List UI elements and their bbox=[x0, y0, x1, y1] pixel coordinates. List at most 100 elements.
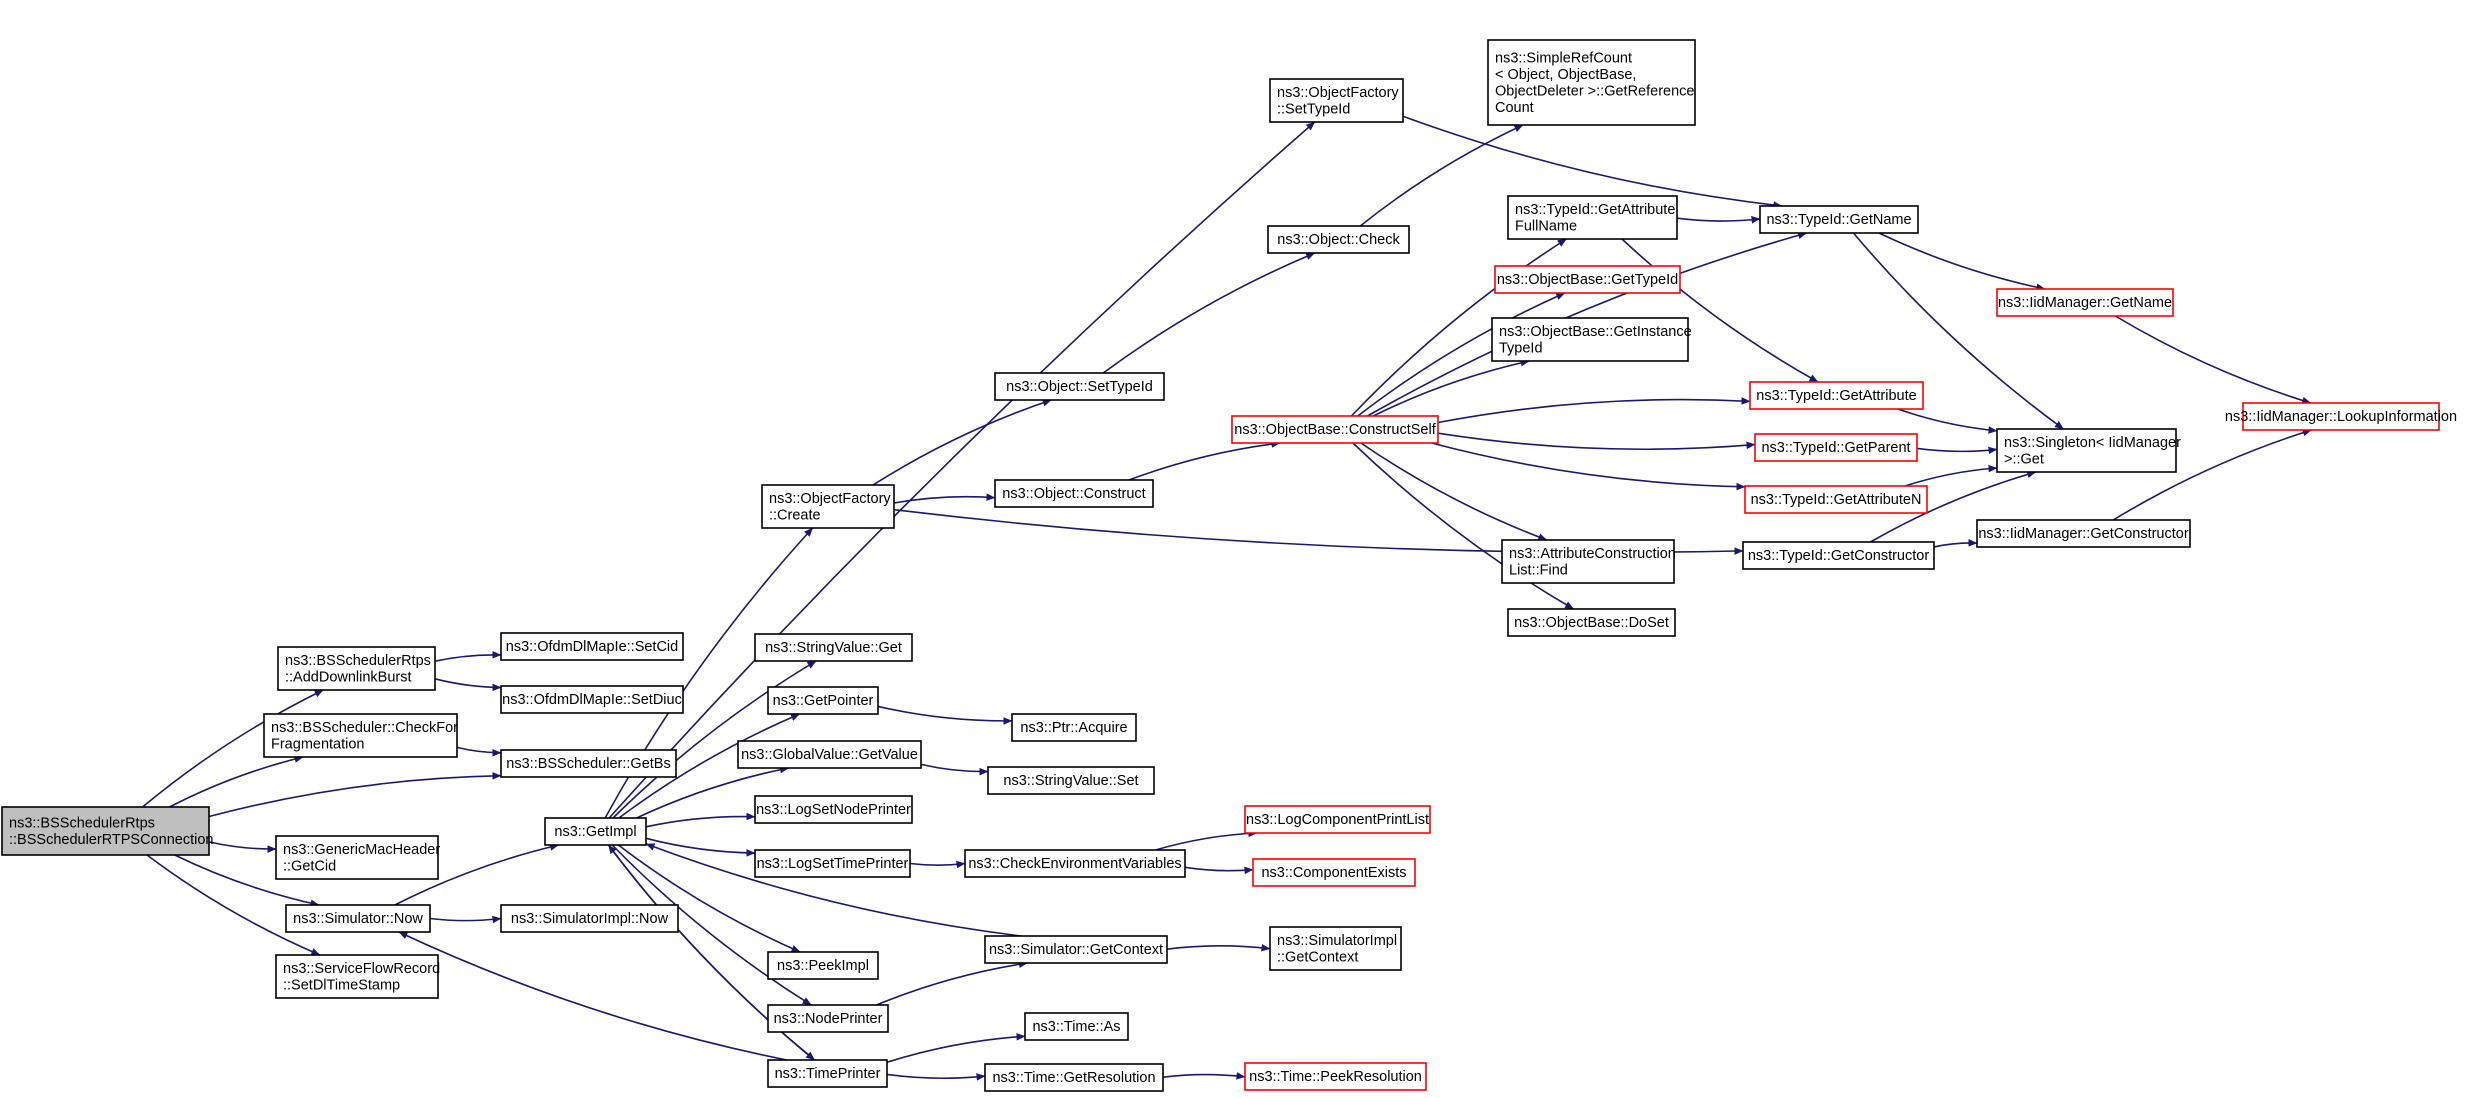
function-node-ofsettid[interactable]: ns3::ObjectFactory::SetTypeId bbox=[1269, 78, 1404, 123]
node-box bbox=[500, 685, 684, 714]
node-box bbox=[964, 849, 1186, 878]
function-node-tidgetctor[interactable]: ns3::TypeId::GetConstructor bbox=[1742, 541, 1935, 570]
function-node-simplerefcount[interactable]: ns3::SimpleRefCount< Object, ObjectBase,… bbox=[1487, 39, 1696, 126]
call-edge-tidgetname-to-singleton bbox=[1852, 232, 2064, 430]
function-node-obdoset[interactable]: ns3::ObjectBase::DoSet bbox=[1507, 608, 1676, 637]
function-node-iidgetname[interactable]: ns3::IidManager::GetName bbox=[1996, 288, 2174, 317]
function-node-logcpl[interactable]: ns3::LogComponentPrintList bbox=[1244, 805, 1431, 834]
node-label-line: ns3::ObjectBase::GetInstance bbox=[1499, 324, 1692, 340]
call-edge-tidgetparent-to-singleton bbox=[1916, 446, 1998, 455]
function-node-objcheck[interactable]: ns3::Object::Check bbox=[1267, 225, 1410, 254]
function-node-getbs[interactable]: ns3::BSScheduler::GetBs bbox=[500, 749, 677, 778]
call-edge-root-to-simnow bbox=[174, 854, 320, 907]
node-box bbox=[1024, 1012, 1129, 1041]
node-box bbox=[767, 1004, 889, 1033]
node-box bbox=[1507, 195, 1678, 240]
call-edge-iidgetctor-to-iidlookup bbox=[2112, 428, 2312, 521]
call-edge-constructself-to-tidgetparent bbox=[1437, 432, 1756, 451]
node-label-line: ns3::TypeId::GetAttribute bbox=[1515, 202, 1675, 218]
function-node-simnow[interactable]: ns3::Simulator::Now bbox=[285, 904, 431, 933]
function-node-strget[interactable]: ns3::StringValue::Get bbox=[754, 633, 913, 662]
function-node-tidgetattr[interactable]: ns3::TypeId::GetAttribute bbox=[1749, 381, 1924, 410]
function-node-objsettid[interactable]: ns3::Object::SetTypeId bbox=[994, 372, 1165, 401]
call-edge-checkfrag-to-getbs bbox=[456, 746, 502, 757]
function-node-obgettid[interactable]: ns3::ObjectBase::GetTypeId bbox=[1494, 265, 1681, 294]
node-box bbox=[1269, 78, 1404, 123]
call-edge-ofcreate-to-objsettid bbox=[872, 399, 1052, 486]
edge-arrow-path bbox=[1162, 1072, 1246, 1080]
function-node-strset[interactable]: ns3::StringValue::Set bbox=[987, 766, 1155, 795]
node-label-line: ObjectDeleter >::GetReference bbox=[1495, 83, 1694, 99]
call-edge-getimpl-to-strget bbox=[612, 660, 817, 819]
function-node-timeprinter[interactable]: ns3::TimePrinter bbox=[767, 1059, 888, 1088]
node-label-line: ::SetDlTimeStamp bbox=[283, 977, 400, 993]
function-node-peekres[interactable]: ns3::Time::PeekResolution bbox=[1244, 1062, 1427, 1091]
edge-arrow-path bbox=[434, 650, 502, 662]
node-label-line: ns3::Object::SetTypeId bbox=[1006, 379, 1153, 395]
node-box bbox=[1754, 433, 1918, 462]
function-node-timeas[interactable]: ns3::Time::As bbox=[1024, 1012, 1129, 1041]
node-label-line: Fragmentation bbox=[271, 736, 365, 752]
function-node-root[interactable]: ns3::BSSchedulerRtps::BSSchedulerRTPSCon… bbox=[1, 806, 213, 856]
edge-arrow-path bbox=[617, 844, 801, 953]
function-node-setdiuc[interactable]: ns3::OfdmDlMapIe::SetDiuc bbox=[500, 685, 684, 714]
function-node-lstp[interactable]: ns3::LogSetTimePrinter bbox=[754, 849, 911, 878]
function-node-peekimpl[interactable]: ns3::PeekImpl bbox=[767, 951, 879, 980]
function-node-nodeprinter[interactable]: ns3::NodePrinter bbox=[767, 1004, 889, 1033]
function-node-iidlookup[interactable]: ns3::IidManager::LookupInformation bbox=[2225, 402, 2457, 431]
function-node-singleton[interactable]: ns3::Singleton< IidManager>::Get bbox=[1996, 428, 2181, 473]
call-edge-iidgetname-to-iidlookup bbox=[2114, 315, 2312, 405]
function-node-compexists[interactable]: ns3::ComponentExists bbox=[1252, 858, 1416, 887]
function-node-setcid[interactable]: ns3::OfdmDlMapIe::SetCid bbox=[500, 632, 684, 661]
call-edge-getimpl-to-getptr bbox=[618, 713, 800, 819]
function-node-checkenv[interactable]: ns3::CheckEnvironmentVariables bbox=[964, 849, 1186, 878]
function-node-sfr[interactable]: ns3::ServiceFlowRecord::SetDlTimeStamp bbox=[275, 954, 440, 999]
function-node-iidgetctor[interactable]: ns3::IidManager::GetConstructor bbox=[1976, 519, 2191, 548]
function-node-adddl[interactable]: ns3::BSSchedulerRtps::AddDownlinkBurst bbox=[277, 646, 436, 691]
node-box bbox=[1269, 926, 1402, 971]
function-node-timegetres[interactable]: ns3::Time::GetResolution bbox=[984, 1063, 1164, 1092]
edge-arrow-path bbox=[611, 844, 812, 1006]
edge-arrow-path bbox=[208, 772, 502, 818]
edge-arrow-path bbox=[1621, 238, 1819, 383]
function-node-ofcreate[interactable]: ns3::ObjectFactory::Create bbox=[761, 484, 895, 529]
call-edges bbox=[142, 115, 2312, 1081]
function-node-lsnp[interactable]: ns3::LogSetNodePrinter bbox=[754, 795, 913, 824]
function-nodes: ns3::BSSchedulerRtps::BSSchedulerRTPSCon… bbox=[1, 39, 2457, 1092]
function-node-gvget[interactable]: ns3::GlobalValue::GetValue bbox=[737, 740, 922, 769]
edge-arrow-path bbox=[920, 763, 989, 776]
call-edge-root-to-adddl bbox=[142, 689, 324, 808]
function-node-tidgetattrn[interactable]: ns3::TypeId::GetAttributeN bbox=[1744, 485, 1928, 514]
node-label-line: ns3::Simulator::Now bbox=[293, 911, 423, 927]
node-label-line: ns3::SimpleRefCount bbox=[1495, 50, 1632, 66]
node-label-line: ns3::ObjectBase::GetTypeId bbox=[1497, 272, 1678, 288]
call-edge-tidgetctor-to-iidgetctor bbox=[1933, 539, 1978, 548]
call-edge-simnow-to-simimplnow bbox=[429, 915, 502, 924]
function-node-getcid[interactable]: ns3::GenericMacHeader::GetCid bbox=[275, 835, 440, 880]
function-node-simgetctx[interactable]: ns3::Simulator::GetContext bbox=[984, 935, 1168, 964]
node-box bbox=[1501, 539, 1675, 584]
edge-arrow-path bbox=[1676, 216, 1761, 224]
function-node-tidgetname[interactable]: ns3::TypeId::GetName bbox=[1759, 205, 1919, 234]
node-box bbox=[761, 484, 895, 529]
call-edge-constructself-to-obgettid bbox=[1357, 292, 1566, 417]
function-node-tidgetparent[interactable]: ns3::TypeId::GetParent bbox=[1754, 433, 1918, 462]
node-label-line: List::Find bbox=[1509, 562, 1568, 578]
call-edge-gvget-to-strset bbox=[920, 763, 989, 776]
edge-arrow-path bbox=[1916, 446, 1998, 455]
edge-arrow-path bbox=[1852, 232, 2064, 430]
function-node-objconstruct[interactable]: ns3::Object::Construct bbox=[994, 479, 1154, 508]
call-edge-tidgetctor-to-singleton bbox=[1869, 470, 2037, 543]
function-node-simimplnow[interactable]: ns3::SimulatorImpl::Now bbox=[500, 904, 679, 933]
function-node-simimplctx[interactable]: ns3::SimulatorImpl::GetContext bbox=[1269, 926, 1402, 971]
function-node-constructself[interactable]: ns3::ObjectBase::ConstructSelf bbox=[1231, 415, 1439, 444]
node-box bbox=[1494, 265, 1681, 294]
edge-arrow-path bbox=[1869, 470, 2037, 543]
function-node-getptr[interactable]: ns3::GetPointer bbox=[767, 686, 879, 715]
function-node-ptracq[interactable]: ns3::Ptr::Acquire bbox=[1011, 713, 1137, 742]
function-node-getimpl[interactable]: ns3::GetImpl bbox=[544, 817, 647, 846]
